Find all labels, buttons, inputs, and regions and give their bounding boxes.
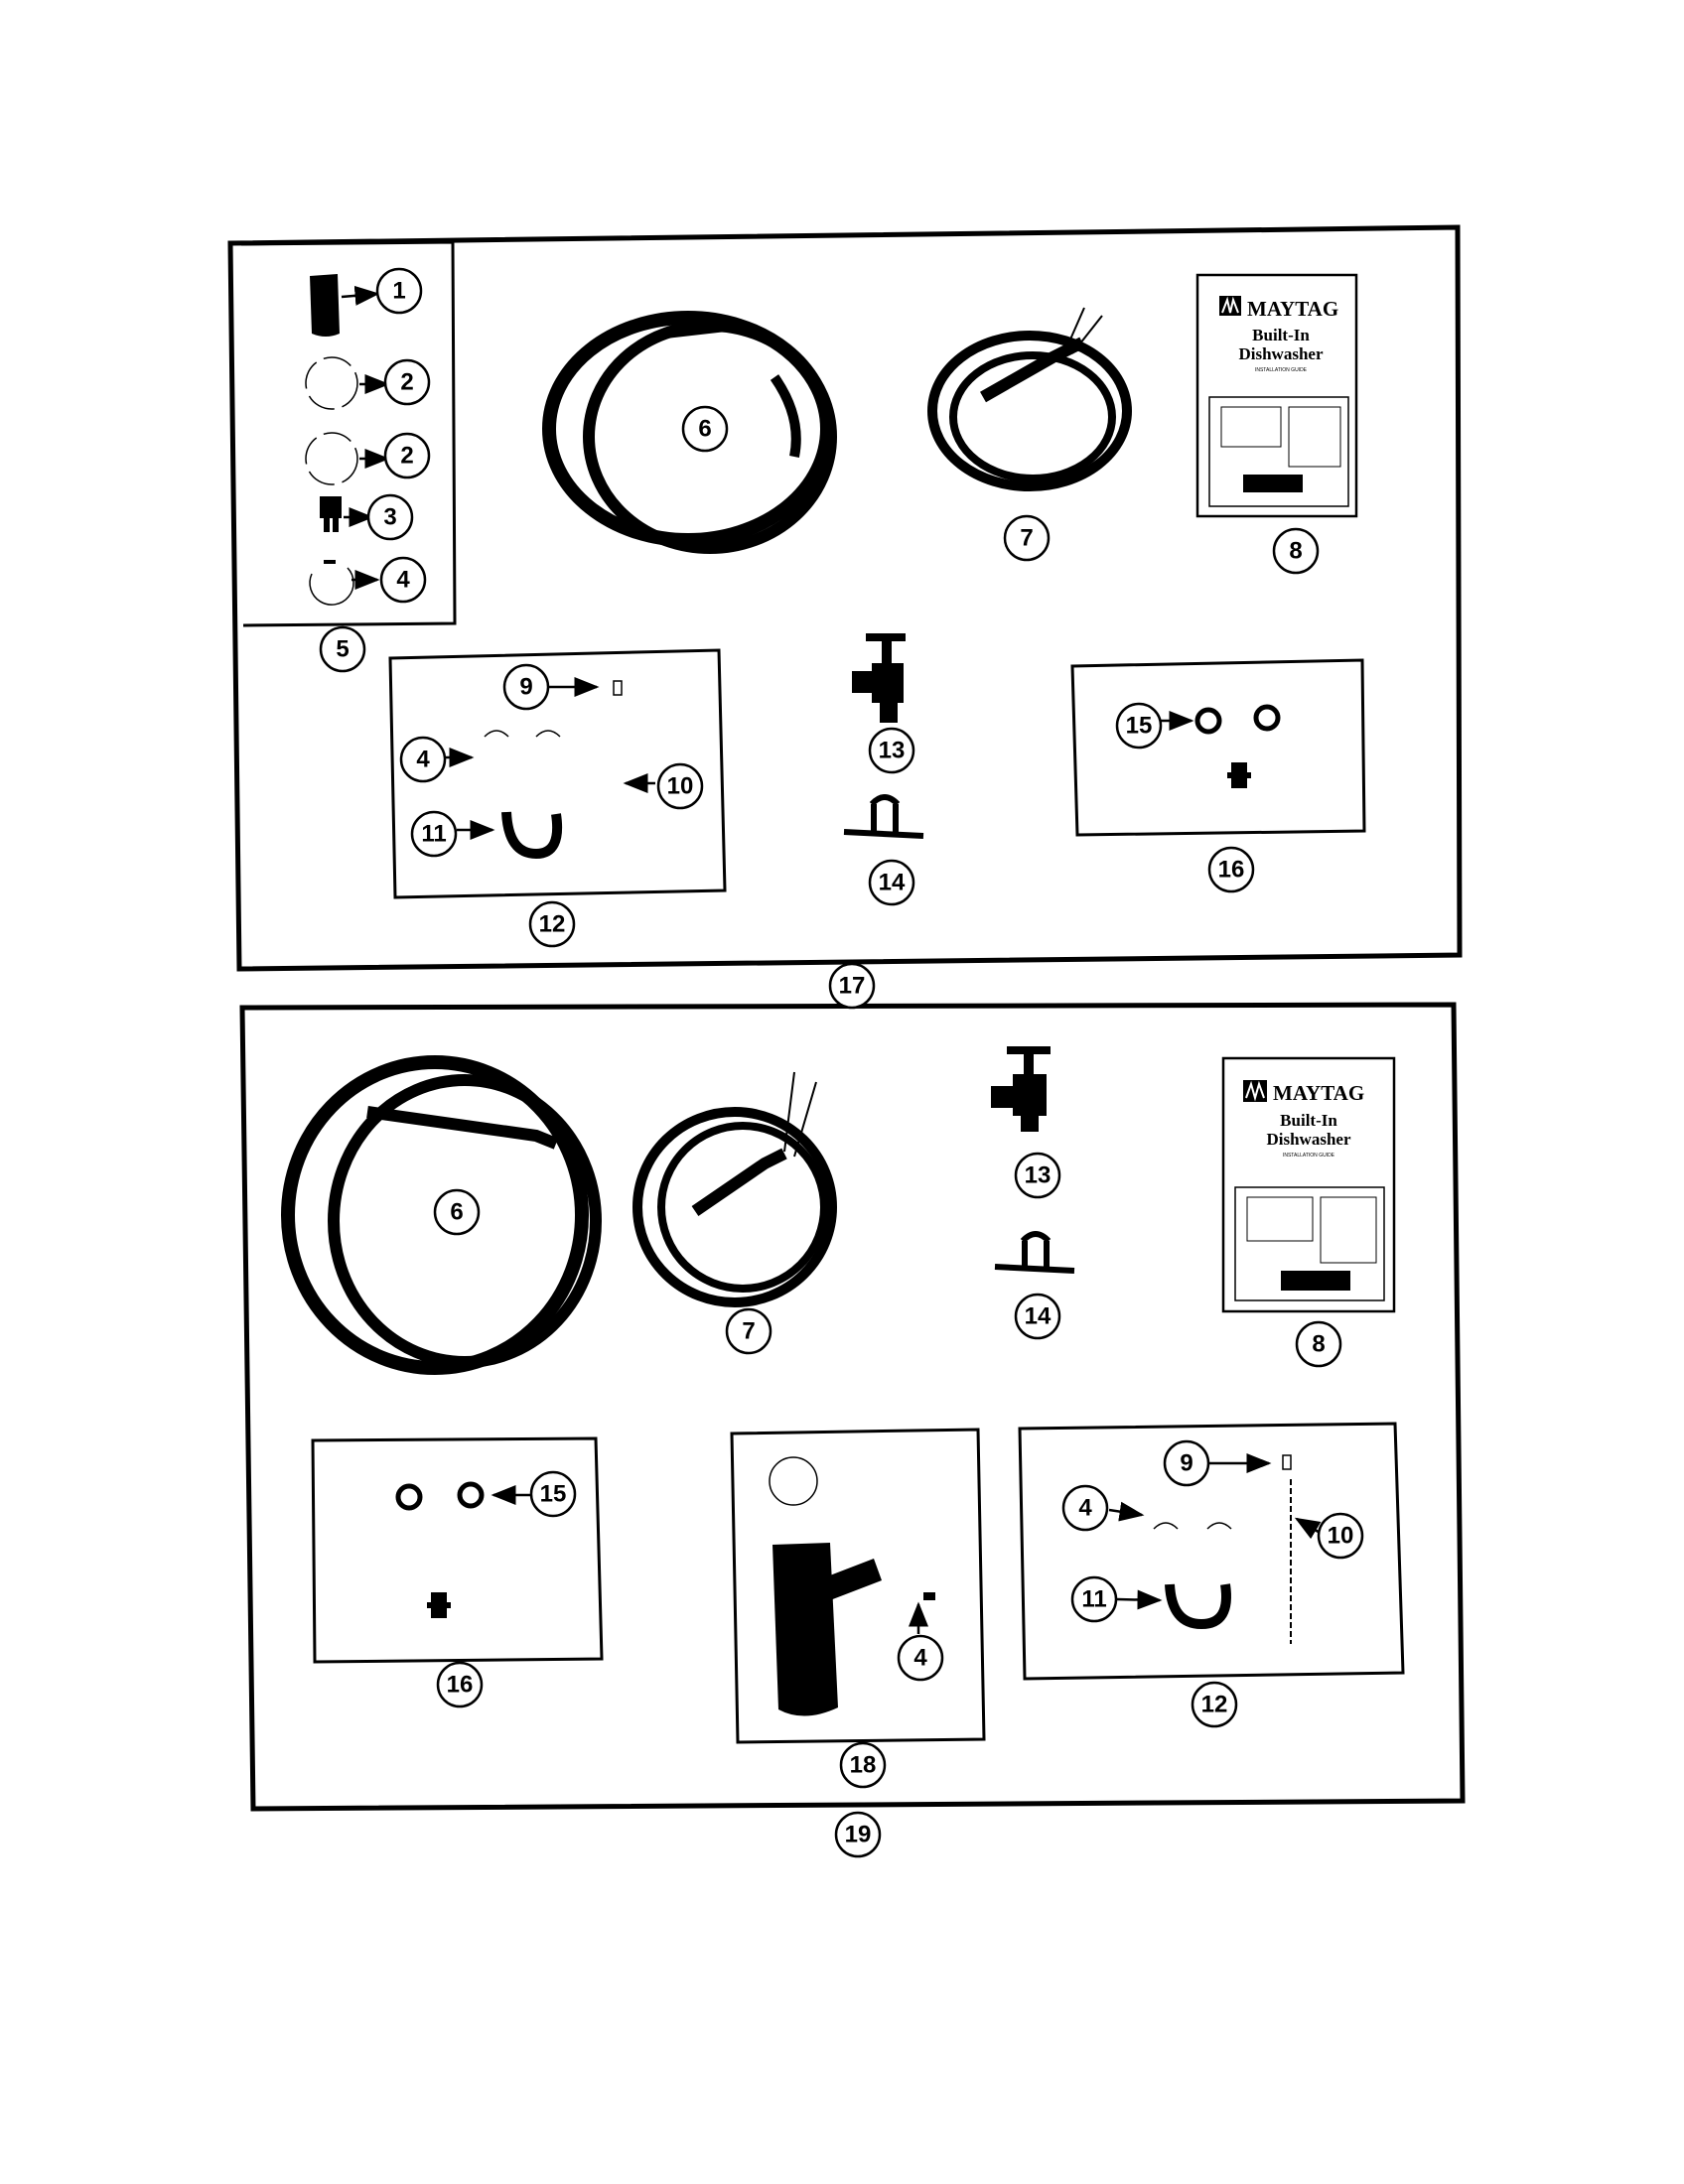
callout-4 bbox=[379, 556, 427, 604]
callout-12-b-label: 12 bbox=[1201, 1692, 1228, 1718]
callout-13-b bbox=[1014, 1152, 1061, 1199]
callout-15-b bbox=[529, 1470, 577, 1518]
callout-1 bbox=[375, 267, 423, 315]
callout-11-b-label: 11 bbox=[1081, 1586, 1106, 1613]
callout-14-b bbox=[1014, 1293, 1061, 1340]
callout-4-b bbox=[897, 1634, 944, 1682]
callout-13-b-label: 13 bbox=[1025, 1162, 1052, 1189]
manual-brand-text-b: MAYTAG bbox=[1273, 1081, 1364, 1105]
callout-6-b-label: 6 bbox=[450, 1199, 463, 1226]
callout-8 bbox=[1272, 527, 1320, 575]
bag-12-box-b bbox=[1018, 1422, 1405, 1681]
drain-hose-part-icon bbox=[542, 311, 837, 554]
callout-5 bbox=[319, 625, 366, 673]
callout-2a-label: 2 bbox=[400, 369, 413, 396]
callout-4b-b-label: 4 bbox=[1078, 1495, 1092, 1522]
bag-16-box bbox=[1070, 658, 1366, 837]
callout-8-b bbox=[1295, 1320, 1342, 1368]
callout-1-label: 1 bbox=[392, 278, 405, 305]
callout-15 bbox=[1115, 702, 1163, 750]
callout-4-b-label: 4 bbox=[913, 1645, 927, 1672]
callout-8-b-label: 8 bbox=[1312, 1331, 1325, 1358]
callout-6-label: 6 bbox=[698, 416, 711, 443]
installation-manual-part-icon bbox=[1195, 273, 1358, 518]
callout-17-label: 17 bbox=[839, 973, 866, 1000]
callout-12-b bbox=[1191, 1681, 1238, 1728]
installation-manual-part-icon-b bbox=[1221, 1056, 1396, 1313]
callout-10-b-label: 10 bbox=[1328, 1523, 1354, 1550]
callout-18-label: 18 bbox=[850, 1752, 877, 1779]
elbow-fitting-part-icon bbox=[843, 794, 924, 839]
callout-15-label: 15 bbox=[1126, 713, 1153, 740]
callout-18 bbox=[839, 1741, 887, 1789]
callout-3 bbox=[366, 493, 414, 541]
callout-6 bbox=[681, 405, 729, 453]
callout-12 bbox=[528, 900, 576, 948]
callout-9-label: 9 bbox=[519, 674, 532, 701]
manual-title-line1-b: Built-In bbox=[1280, 1111, 1337, 1130]
callout-10-label: 10 bbox=[667, 773, 694, 800]
callout-5-label: 5 bbox=[336, 636, 349, 663]
drain-hose-part-icon-b bbox=[281, 1055, 602, 1375]
callout-8-label: 8 bbox=[1289, 538, 1302, 565]
kit-19-panel bbox=[239, 1002, 1466, 1812]
callout-19 bbox=[834, 1811, 882, 1858]
callout-11-b bbox=[1070, 1575, 1118, 1623]
manual-subtitle: INSTALLATION GUIDE bbox=[1255, 367, 1308, 373]
cap-part-icon bbox=[310, 274, 380, 337]
manual-brand-text: MAYTAG bbox=[1247, 297, 1338, 321]
callout-15-b-label: 15 bbox=[540, 1481, 567, 1508]
bag-16-box-b bbox=[311, 1436, 604, 1664]
callout-17 bbox=[828, 962, 876, 1010]
manual-title-line2-b: Dishwasher bbox=[1266, 1130, 1350, 1149]
callout-4b-label: 4 bbox=[416, 747, 430, 773]
connector-part-icon bbox=[320, 496, 374, 532]
manual-title-line2: Dishwasher bbox=[1238, 344, 1323, 363]
clamp-part-icon bbox=[305, 356, 390, 485]
power-cord-part-icon-b bbox=[632, 1071, 837, 1307]
water-valve-part-icon-b bbox=[991, 1046, 1051, 1132]
callout-7 bbox=[1003, 514, 1051, 562]
callout-12-label: 12 bbox=[539, 911, 566, 938]
callout-7-b-label: 7 bbox=[742, 1318, 755, 1345]
callout-16-b-label: 16 bbox=[447, 1672, 474, 1699]
callout-4b-b bbox=[1061, 1484, 1109, 1532]
callout-9-b bbox=[1163, 1439, 1210, 1487]
small-clamp-part-icon bbox=[309, 560, 380, 606]
callout-9-b-label: 9 bbox=[1180, 1450, 1193, 1477]
callout-2a bbox=[383, 358, 431, 406]
kit-17-panel bbox=[227, 224, 1463, 972]
callout-9 bbox=[502, 663, 550, 711]
callout-16-label: 16 bbox=[1218, 857, 1245, 884]
callout-19-label: 19 bbox=[845, 1822, 872, 1848]
callout-3-label: 3 bbox=[383, 504, 396, 531]
callout-16-b bbox=[436, 1661, 484, 1708]
callout-11-label: 11 bbox=[421, 821, 446, 848]
callout-2b-label: 2 bbox=[400, 443, 413, 470]
callout-14 bbox=[868, 859, 915, 906]
callout-6-b bbox=[433, 1188, 481, 1236]
callout-14-b-label: 14 bbox=[1025, 1303, 1052, 1330]
bag-12-box bbox=[388, 648, 727, 899]
manual-title-line1: Built-In bbox=[1252, 326, 1310, 344]
callout-14-label: 14 bbox=[879, 870, 906, 896]
callout-11 bbox=[410, 810, 458, 858]
callout-7-label: 7 bbox=[1020, 525, 1033, 552]
callout-7-b bbox=[725, 1307, 772, 1355]
bag-18-box bbox=[730, 1428, 986, 1744]
callout-13 bbox=[868, 727, 915, 774]
callout-10 bbox=[656, 762, 704, 810]
elbow-fitting-part-icon-b bbox=[994, 1231, 1075, 1274]
callout-2b bbox=[383, 432, 431, 479]
water-valve-part-icon bbox=[852, 633, 906, 723]
power-cord-part-icon bbox=[927, 307, 1132, 491]
manual-subtitle-b: INSTALLATION GUIDE bbox=[1283, 1153, 1335, 1159]
callout-16 bbox=[1207, 846, 1255, 893]
callout-10-b bbox=[1317, 1512, 1364, 1560]
callout-4-label: 4 bbox=[396, 567, 410, 594]
callout-4b bbox=[399, 736, 447, 783]
callout-13-label: 13 bbox=[879, 738, 906, 764]
